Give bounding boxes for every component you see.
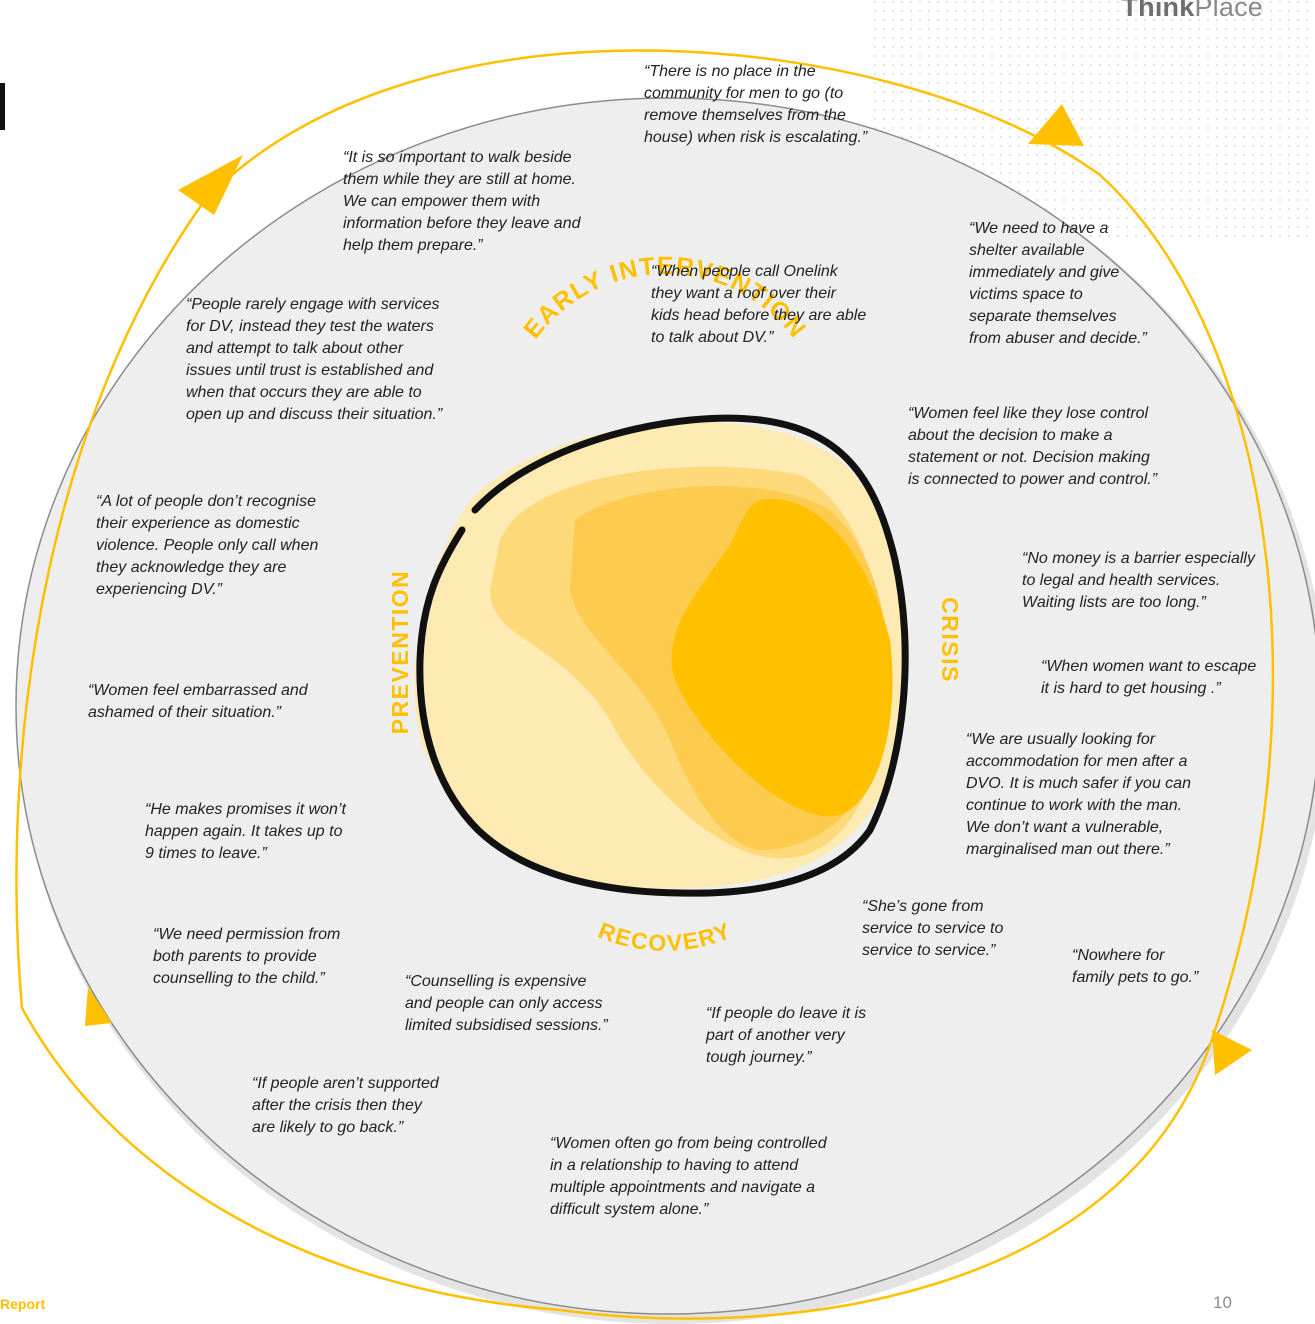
- center-outline: [416, 414, 909, 897]
- quote-walk-beside: “It is so important to walk beside them …: [343, 149, 581, 254]
- brand-logo-regular: Place: [1194, 0, 1263, 22]
- arrowhead-icon: [85, 987, 112, 1026]
- quote-embarrassed: “Women feel embarrassed and ashamed of t…: [88, 682, 308, 721]
- cycle-arc-right: [559, 174, 1275, 1320]
- center-blob-core: [671, 499, 893, 817]
- quote-onelink: “When people call Onelink they want a ro…: [651, 263, 867, 346]
- quote-promises: “He makes promises it won’t happen again…: [145, 801, 346, 862]
- quote-escape-housing: “When women want to escape it is hard to…: [1041, 658, 1257, 697]
- quote-service-to-service: “She’s gone from service to service to s…: [862, 898, 1004, 959]
- quote-no-place-for-men: “There is no place in the community for …: [644, 63, 868, 146]
- quote-no-money: “No money is a barrier especially to leg…: [1022, 550, 1255, 611]
- arrowhead-icon: [178, 155, 243, 215]
- quote-shelter: “We need to have a shelter available imm…: [969, 220, 1147, 347]
- arrowhead-icon: [1028, 104, 1084, 146]
- quote-rarely-engage: “People rarely engage with services for …: [186, 296, 443, 423]
- quote-lose-control: “Women feel like they lose control about…: [908, 405, 1158, 488]
- footer-report-label: Report: [0, 1296, 46, 1312]
- cropped-heading-fragment: [0, 83, 5, 130]
- page-number: 10: [1213, 1293, 1232, 1312]
- quote-dont-recognise: “A lot of people don’t recognise their e…: [96, 493, 319, 598]
- cycle-arc-bottom-left: [20, 1007, 561, 1312]
- phase-label-prevention: PREVENTION: [387, 570, 413, 735]
- brand-logo: ThinkPlace: [1121, 0, 1263, 23]
- arrowhead-icon: [1212, 1030, 1252, 1075]
- quote-accommodation-men: “We are usually looking for accommodatio…: [966, 731, 1191, 858]
- quote-go-back: “If people aren’t supported after the cr…: [252, 1075, 439, 1136]
- quote-controlled: “Women often go from being controlled in…: [550, 1135, 827, 1218]
- phase-label-crisis: CRISIS: [937, 597, 963, 683]
- brand-logo-bold: Think: [1121, 0, 1195, 22]
- quote-counselling-expensive: “Counselling is expensive and people can…: [405, 973, 608, 1034]
- quote-tough-journey: “If people do leave it is part of anothe…: [706, 1005, 867, 1066]
- quote-permission: “We need permission from both parents to…: [153, 926, 341, 987]
- quote-pets: “Nowhere for family pets to go.”: [1072, 947, 1199, 986]
